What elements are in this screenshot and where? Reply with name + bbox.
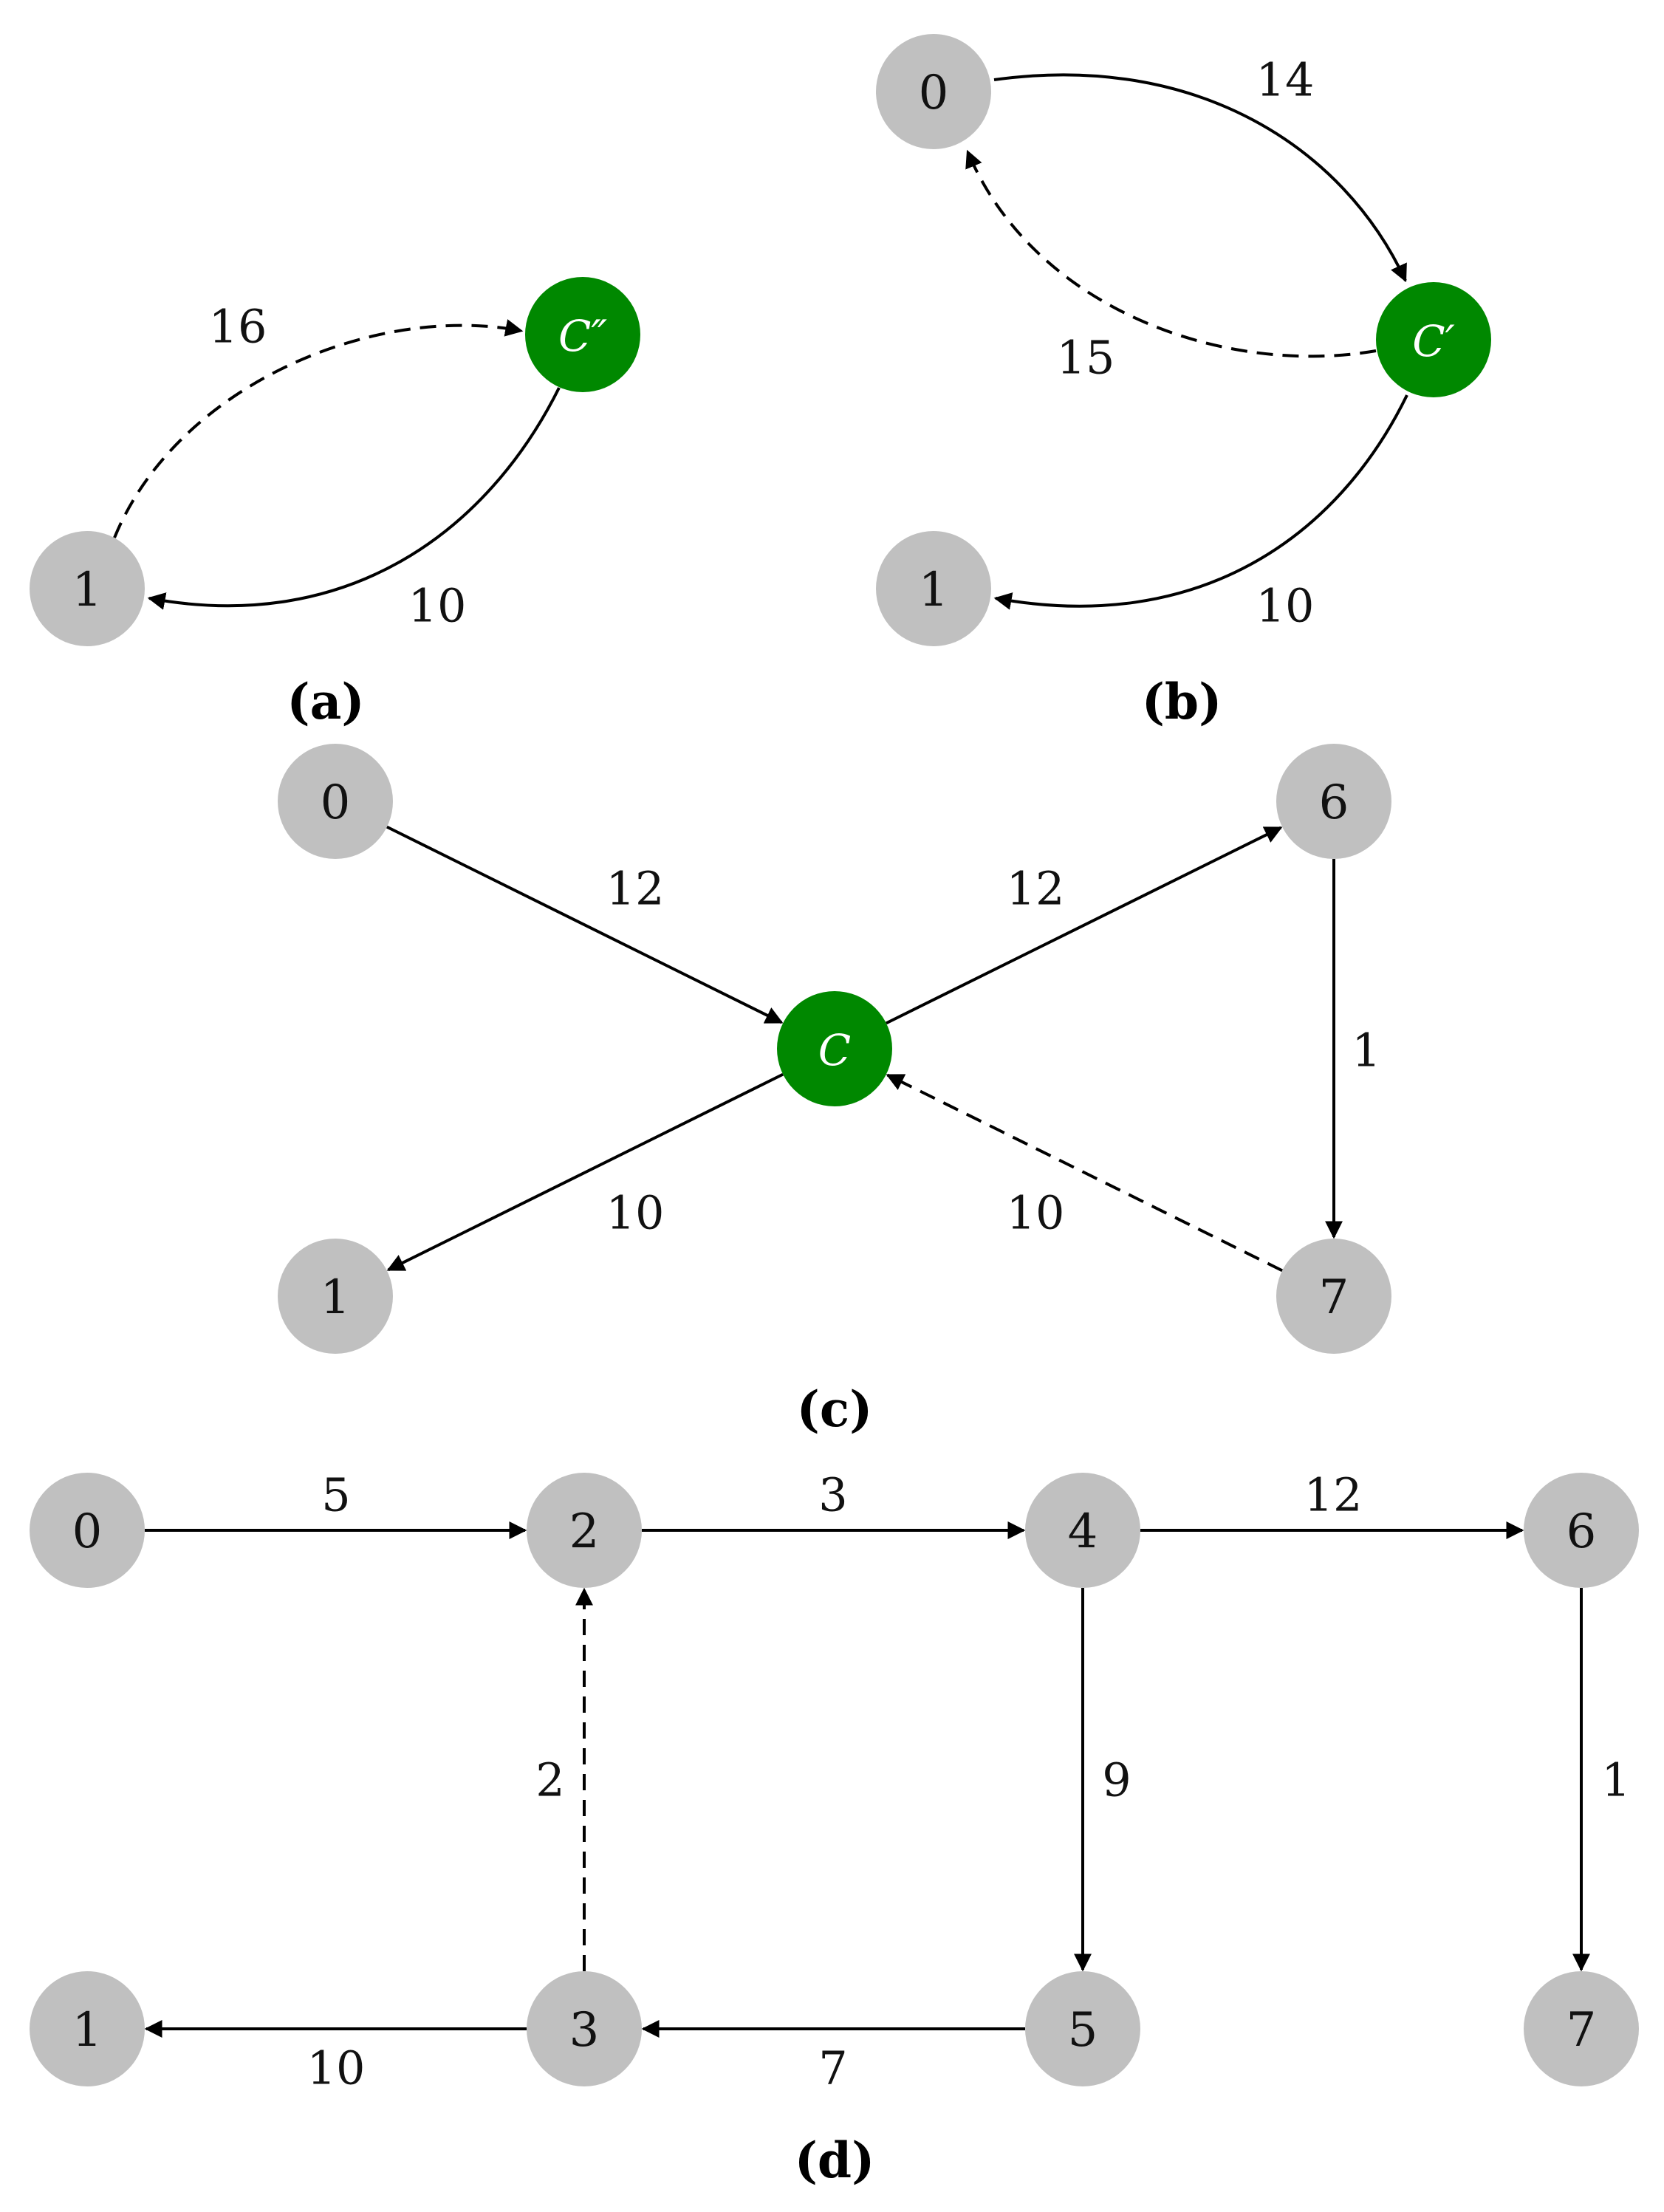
panel-label-c: (c) xyxy=(797,1380,873,1438)
node-d4 xyxy=(1025,1473,1140,1588)
edge-a1-to-aC xyxy=(113,319,524,538)
edge-weight-a1-to-aC: 16 xyxy=(209,300,267,354)
edge-b0-to-bC xyxy=(993,73,1407,283)
node-label-c0: 0 xyxy=(321,775,351,830)
edge-weight-d3-to-d1: 10 xyxy=(307,2041,366,2095)
node-c7 xyxy=(1276,1239,1391,1354)
node-d2 xyxy=(527,1473,642,1588)
node-label-d0: 0 xyxy=(72,1504,103,1559)
edge-weight-bC-to-b0: 15 xyxy=(1057,331,1115,385)
edge-c7-to-cC xyxy=(886,1073,1283,1273)
node-c6 xyxy=(1276,744,1391,859)
edge-weight-cC-to-c1: 10 xyxy=(606,1186,665,1240)
node-a1 xyxy=(30,531,145,646)
edge-weight-d4-to-d6: 12 xyxy=(1304,1468,1363,1522)
node-label-c1: 1 xyxy=(321,1270,351,1325)
edge-weight-b0-to-bC: 14 xyxy=(1256,53,1315,107)
node-d7 xyxy=(1524,1971,1639,2086)
node-label-d4: 4 xyxy=(1068,1504,1098,1559)
node-label-d7: 7 xyxy=(1567,2003,1597,2058)
edge-bC-to-b0 xyxy=(965,149,1377,358)
edge-c0-to-cC xyxy=(386,825,784,1024)
edges-layer xyxy=(113,73,1590,2038)
edge-weight-c7-to-cC: 10 xyxy=(1007,1186,1065,1240)
node-b1 xyxy=(876,531,991,646)
node-c1 xyxy=(278,1239,393,1354)
node-label-d5: 5 xyxy=(1068,2003,1098,2058)
node-highlighted-cC xyxy=(777,991,892,1106)
edge-aC-to-a1 xyxy=(147,387,561,610)
node-highlighted-bC xyxy=(1376,282,1491,397)
edge-cC-to-c1 xyxy=(386,1072,784,1272)
edge-weight-cC-to-c6: 12 xyxy=(1007,862,1065,916)
node-d5 xyxy=(1025,1971,1140,2086)
node-label-bC: C′ xyxy=(1412,316,1455,366)
panel-label-d: (d) xyxy=(795,2131,875,2189)
edge-weight-d3-to-d2: 2 xyxy=(535,1753,564,1807)
panel-label-b: (b) xyxy=(1142,673,1222,730)
node-label-d6: 6 xyxy=(1567,1504,1597,1559)
node-label-d1: 1 xyxy=(72,2003,103,2058)
node-label-d2: 2 xyxy=(569,1504,600,1559)
node-label-d3: 3 xyxy=(569,2003,600,2058)
edge-weight-aC-to-a1: 10 xyxy=(408,579,467,633)
node-c0 xyxy=(278,744,393,859)
panel-label-a: (a) xyxy=(287,673,364,730)
edge-bC-to-b1 xyxy=(993,394,1408,610)
node-d6 xyxy=(1524,1473,1639,1588)
edge-weight-d2-to-d4: 3 xyxy=(818,1468,847,1522)
node-d3 xyxy=(527,1971,642,2086)
node-highlighted-aC xyxy=(525,277,640,392)
edge-weight-c6-to-c7: 1 xyxy=(1352,1024,1380,1078)
node-label-c6: 6 xyxy=(1319,775,1349,830)
edge-weight-d0-to-d2: 5 xyxy=(321,1468,350,1522)
node-label-b0: 0 xyxy=(919,66,949,120)
node-label-a1: 1 xyxy=(72,563,103,617)
edge-weight-d5-to-d3: 7 xyxy=(818,2041,847,2095)
node-b0 xyxy=(876,34,991,149)
node-label-cC: C xyxy=(818,1025,851,1075)
edge-weight-d6-to-d7: 1 xyxy=(1601,1753,1630,1807)
node-d1 xyxy=(30,1971,145,2086)
edge-weight-d4-to-d5: 9 xyxy=(1102,1753,1131,1807)
edge-weight-bC-to-b1: 10 xyxy=(1256,579,1315,633)
node-label-b1: 1 xyxy=(919,563,949,617)
node-d0 xyxy=(30,1473,145,1588)
node-label-aC: C″ xyxy=(558,311,607,361)
edge-weight-c0-to-cC: 12 xyxy=(606,862,665,916)
node-label-c7: 7 xyxy=(1319,1270,1349,1325)
edge-cC-to-c6 xyxy=(886,826,1283,1025)
